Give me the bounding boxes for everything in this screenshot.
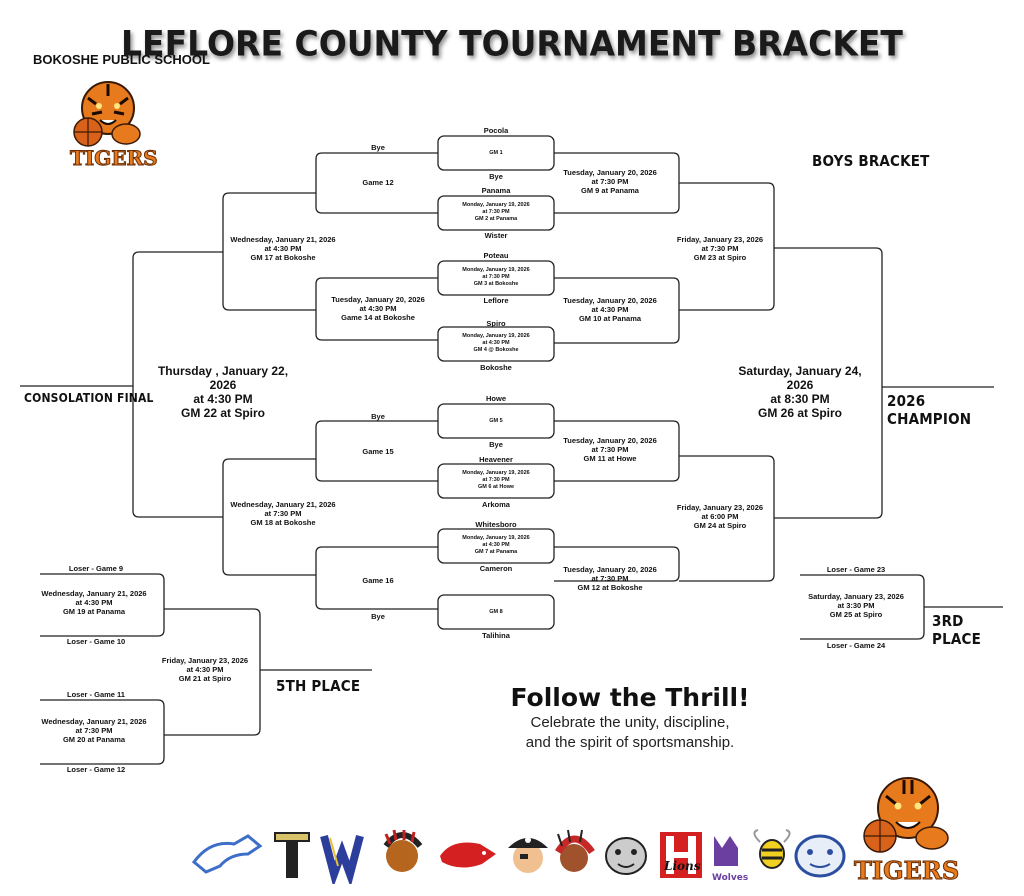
promo-line-2: and the spirit of sportsmanship. xyxy=(525,734,735,751)
loser-game-11: Loser - Game 11 xyxy=(67,690,125,699)
team-bokoshe: Bokoshe xyxy=(480,363,512,372)
svg-text:Wolves: Wolves xyxy=(712,873,748,883)
promo-headline: Follow the Thrill! xyxy=(510,683,750,712)
team-bye-1: Bye xyxy=(489,172,503,181)
bulldog-blue-icon xyxy=(794,834,846,878)
game-15-label: Game 15 xyxy=(362,447,394,456)
bye-mid-label: Bye xyxy=(371,412,385,421)
game-1-box: GM 1 xyxy=(489,150,503,156)
game-5-box: GM 5 xyxy=(489,418,503,424)
loser-game-9: Loser - Game 9 xyxy=(68,564,124,573)
team-howe: Howe xyxy=(485,394,506,403)
boys-bracket-label: BOYS BRACKET xyxy=(812,152,930,170)
loser-game-10: Loser - Game 10 xyxy=(66,637,126,646)
wolves-icon: Wolves xyxy=(712,836,748,883)
loser-game-24: Loser - Game 24 xyxy=(826,641,886,650)
page-title: LEFLORE COUNTY TOURNAMENT BRACKET xyxy=(121,23,903,64)
team-panama: Panama xyxy=(481,186,511,195)
tigers-logo: TIGERS xyxy=(62,74,159,174)
indian-head-icon xyxy=(383,829,423,872)
consolation-final-label: CONSOLATION FINAL xyxy=(24,391,154,405)
tigers-logo-bottom-text: TIGERS xyxy=(854,856,960,886)
pirate-icon xyxy=(508,837,548,873)
team-poteau: Poteau xyxy=(483,251,509,260)
razorback-icon xyxy=(440,842,496,868)
third-place-label: 3RD PLACE xyxy=(932,612,981,648)
game-8-box: GM 8 xyxy=(489,609,503,615)
w-letter-icon xyxy=(320,834,364,888)
tigers-logo-text: TIGERS xyxy=(70,146,159,171)
lions-icon: Lions xyxy=(660,832,702,878)
bye-top-label: Bye xyxy=(371,143,385,152)
t-letter-icon xyxy=(274,832,310,878)
fifth-place-label: 5TH PLACE xyxy=(276,677,361,695)
team-bye-2: Bye xyxy=(489,440,503,449)
mustang-icon xyxy=(191,834,263,874)
tigers-logo-bottom: TIGERS xyxy=(852,772,960,888)
team-arkoma: Arkoma xyxy=(482,500,510,509)
loser-game-23: Loser - Game 23 xyxy=(826,565,886,574)
team-spiro: Spiro xyxy=(486,319,506,328)
team-whitesboro: Whitesboro xyxy=(475,520,517,529)
team-pocola: Pocola xyxy=(483,126,509,135)
school-name: BOKOSHE PUBLIC SCHOOL xyxy=(33,52,210,67)
hornet-icon xyxy=(753,829,791,869)
team-cameron: Cameron xyxy=(479,564,513,573)
bye-bottom-label: Bye xyxy=(371,612,385,621)
svg-text:Lions: Lions xyxy=(663,859,701,873)
chief-icon xyxy=(555,829,595,872)
bulldog-icon xyxy=(605,837,647,875)
game-16-label: Game 16 xyxy=(362,576,394,585)
team-wister: Wister xyxy=(484,231,508,240)
champion-label: 2026 CHAMPION xyxy=(887,392,972,428)
game-12-label: Game 12 xyxy=(362,178,394,187)
team-logos-row: Lions Wolves xyxy=(190,826,850,888)
team-talihina: Talihina xyxy=(482,631,510,640)
promo-line-1: Celebrate the unity, discipline, xyxy=(530,714,730,731)
team-leflore: Leflore xyxy=(483,296,509,305)
team-heavener: Heavener xyxy=(479,455,513,464)
loser-game-12: Loser - Game 12 xyxy=(66,765,126,774)
